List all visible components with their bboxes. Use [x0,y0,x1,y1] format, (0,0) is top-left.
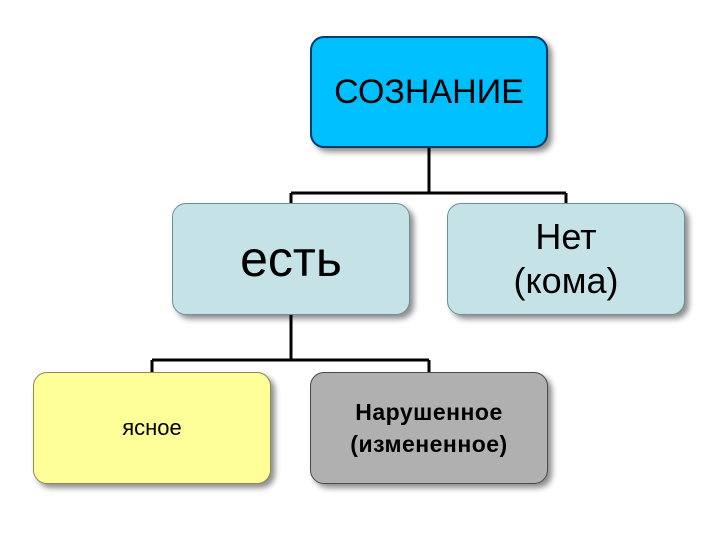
node-impaired: Нарушенное (измененное) [310,372,548,484]
node-consciousness: СОЗНАНИЕ [310,36,548,148]
node-impaired-line2: (измененное) [350,431,508,457]
node-absent-line2: (кома) [513,260,619,301]
node-absent-line1: Нет [535,216,597,257]
node-impaired-line1: Нарушенное [355,399,503,425]
node-clear: ясное [33,372,271,484]
node-consciousness-label: СОЗНАНИЕ [334,72,524,111]
node-clear-label: ясное [122,415,182,440]
node-present-label: есть [240,231,342,287]
node-present: есть [172,203,410,315]
connectors [150,148,568,372]
node-absent-coma: Нет (кома) [447,203,685,315]
